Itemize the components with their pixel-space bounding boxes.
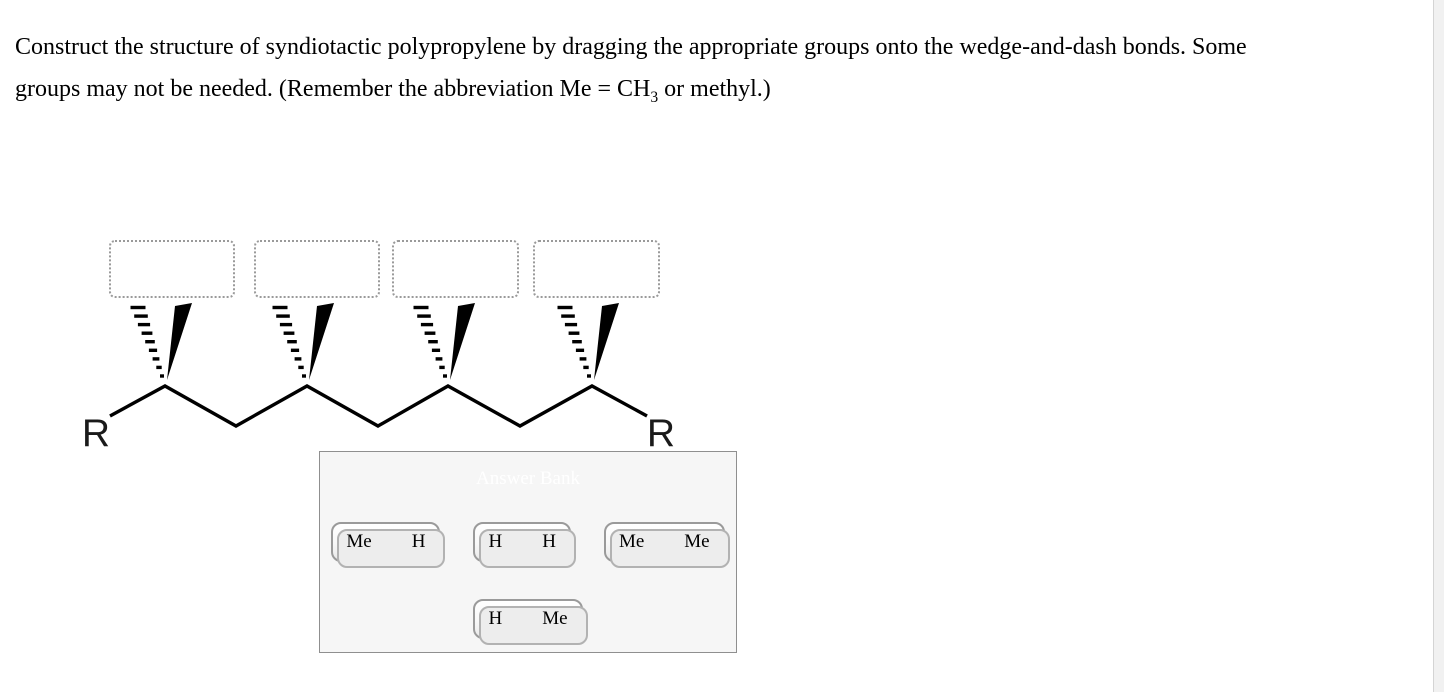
drop-zone-1[interactable] [109,240,235,298]
molecule-drawing: R R [82,301,675,455]
chip-label-left: Me [346,531,372,552]
chip-me-h[interactable]: Me H [331,522,446,568]
chip-label-left: H [488,608,503,629]
problem-subscript: 3 [650,88,659,106]
answer-bank-title: Answer Bank [476,467,580,489]
stereo-bond-group-4 [555,301,621,382]
chip-h-me[interactable]: H Me [473,599,588,645]
answer-bank-header: Answer Bank [320,452,736,505]
drop-zone-3[interactable] [392,240,519,298]
molecule-canvas: R R [0,0,760,460]
drop-zone-2[interactable] [254,240,380,298]
problem-statement: Construct the structure of syndiotactic … [15,26,1247,110]
problem-line-2-tail: or methyl.) [658,76,771,102]
left-end-group-label: R [82,412,110,455]
drop-zone-4[interactable] [533,240,660,298]
right-end-group-label: R [647,412,675,455]
chip-h-h[interactable]: H H [473,522,577,568]
stereo-bond-group-3 [411,301,477,382]
answer-bank-row-1: Me H H H Me Me [320,522,736,568]
chip-label-right: H [542,531,556,552]
chip-me-me[interactable]: Me Me [603,522,730,568]
chip-label-right: H [411,531,426,552]
scrollbar-track[interactable] [1433,0,1444,692]
chip-label-left: H [488,531,503,552]
stereo-bond-group-2 [270,301,336,382]
chip-label-left: Me [618,531,645,552]
answer-bank-row-2: H Me [320,599,736,645]
backbone-bonds [109,384,648,428]
problem-line-1: Construct the structure of syndiotactic … [15,34,1247,60]
problem-line-2: groups may not be needed. (Remember the … [15,76,651,102]
answer-bank-panel: Answer Bank Me H H H Me Me H Me [319,451,737,653]
stereo-bond-group-1 [128,301,194,382]
chip-label-right: Me [542,608,568,629]
chip-label-right: Me [684,531,710,552]
